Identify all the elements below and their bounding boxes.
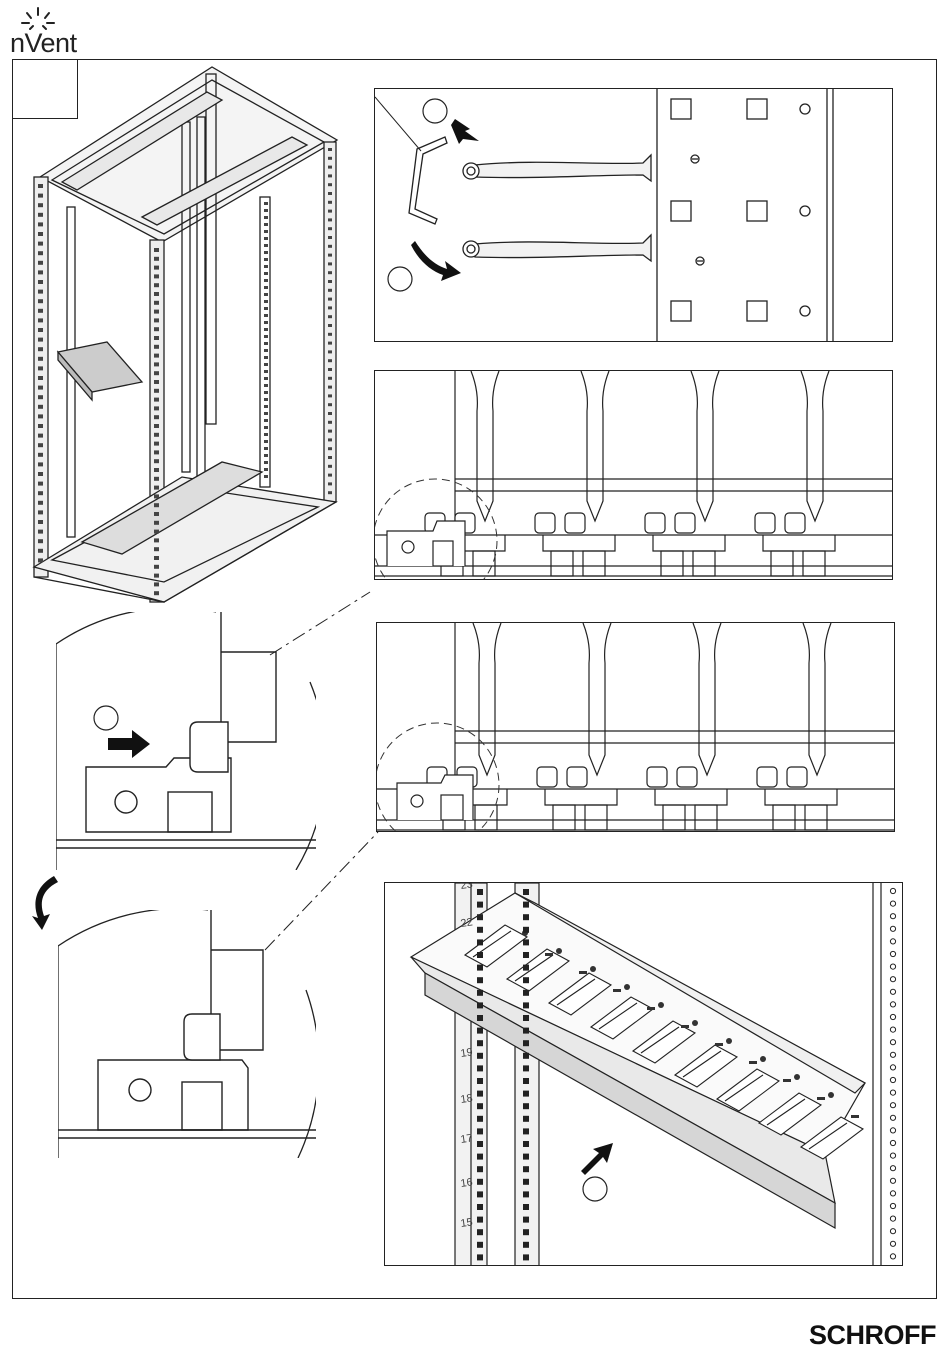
rack-unit-number: 15 <box>460 1216 474 1230</box>
rack-unit-number: 18 <box>460 1092 474 1106</box>
rack-unit-number: 16 <box>460 1176 474 1190</box>
rack-unit-number: 17 <box>460 1132 474 1146</box>
rack-unit-number: 22 <box>460 916 474 930</box>
rack-unit-number: 19 <box>460 1046 474 1060</box>
footer-brand: SCHROFF <box>809 1320 936 1351</box>
step-marker-4 <box>583 1177 607 1201</box>
